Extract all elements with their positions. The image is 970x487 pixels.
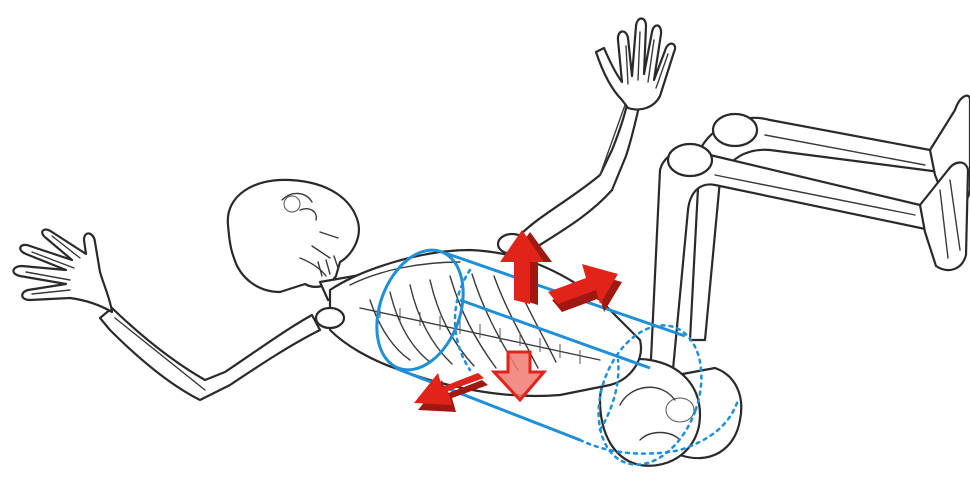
ribcage-and-spine: [316, 234, 641, 396]
raised-arm: [520, 19, 675, 249]
skull: [228, 180, 359, 292]
